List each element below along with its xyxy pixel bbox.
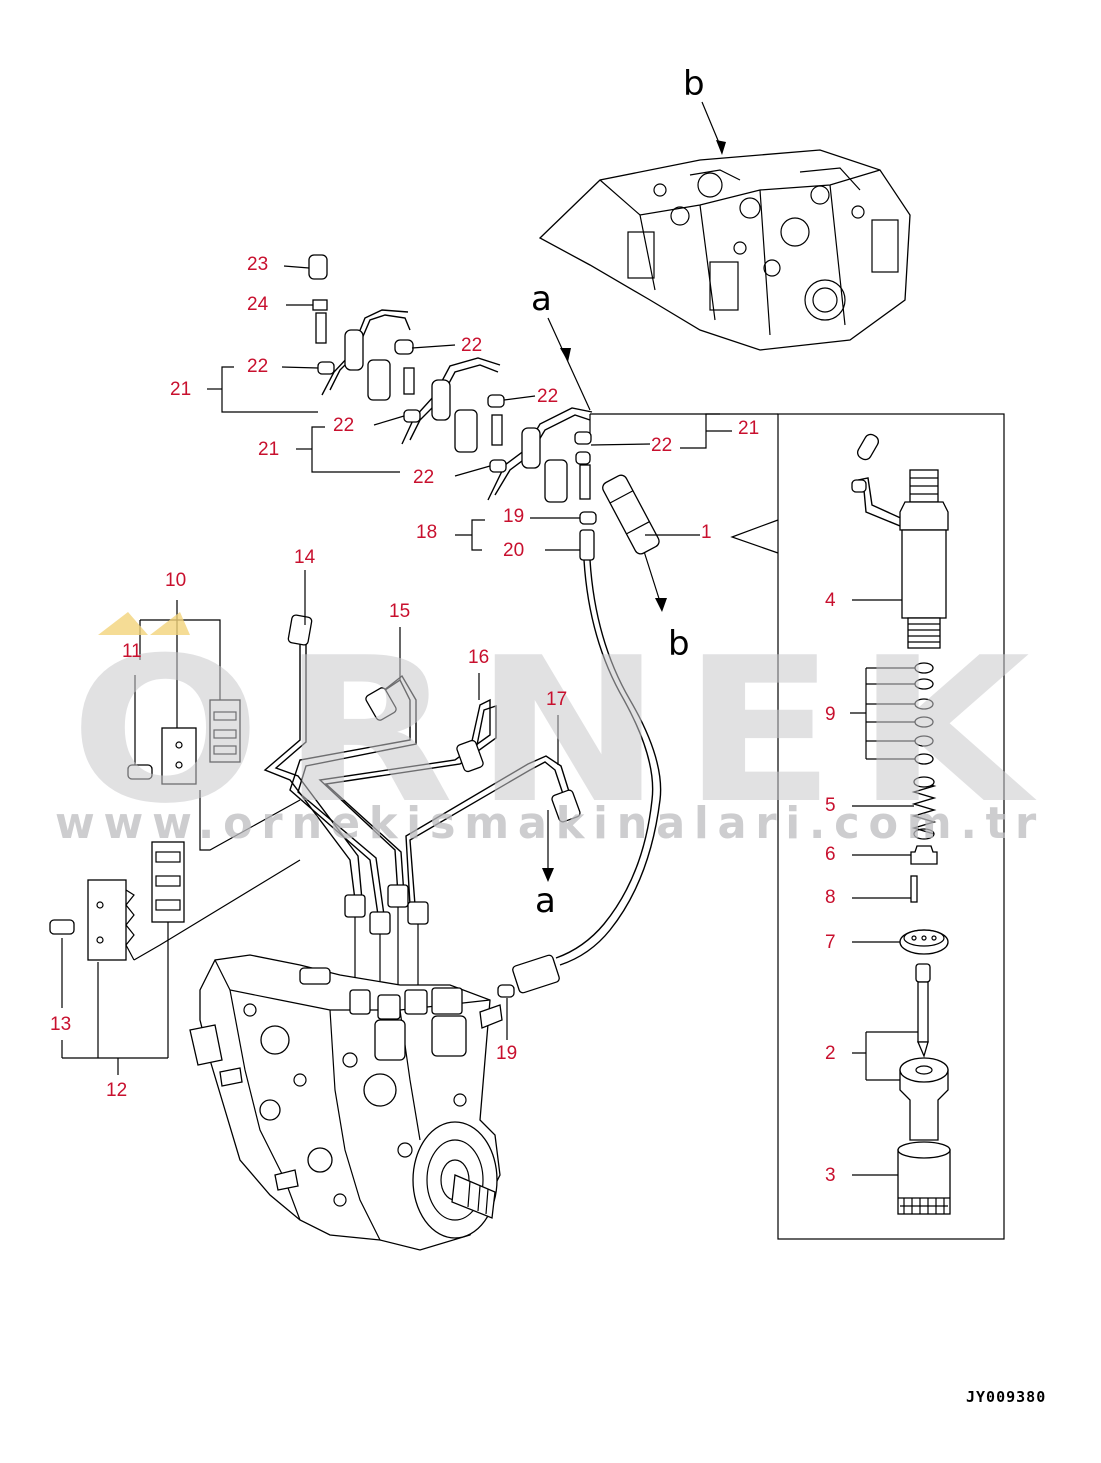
callout-21: 21 — [738, 418, 759, 439]
callout-9: 9 — [825, 704, 836, 725]
ref-letter-b-mid: b — [668, 624, 690, 664]
callout-2: 2 — [825, 1043, 836, 1064]
injection-pipe-set — [308, 254, 662, 994]
pipe-clamps — [49, 699, 301, 961]
callout-18: 18 — [416, 522, 437, 543]
injector-detail-panel — [589, 413, 1005, 1240]
watermark-accent-icon — [150, 612, 190, 635]
callout-23: 23 — [247, 254, 268, 275]
cylinder-head — [538, 149, 911, 351]
callout-17: 17 — [546, 689, 567, 710]
callout-4: 4 — [825, 590, 836, 611]
callout-22: 22 — [461, 335, 482, 356]
callout-22: 22 — [333, 415, 354, 436]
watermark-brand: ORNEK — [70, 615, 1050, 848]
callout-21: 21 — [258, 439, 279, 460]
callout-22: 22 — [247, 356, 268, 377]
callout-22: 22 — [413, 467, 434, 488]
callout-14: 14 — [294, 547, 316, 568]
callout-7: 7 — [825, 932, 836, 953]
ref-letter-b-top: b — [683, 64, 705, 104]
fuel-injection-pump — [189, 954, 515, 1251]
high-pressure-pipes — [263, 614, 581, 1000]
callout-19: 19 — [496, 1043, 517, 1064]
arrow-icon — [542, 868, 554, 882]
arrow-icon — [716, 140, 726, 155]
ref-letter-a-top: a — [531, 279, 552, 319]
callout-16: 16 — [468, 647, 489, 668]
ref-letter-a-mid: a — [535, 881, 556, 921]
callout-8: 8 — [825, 887, 836, 908]
callout-6: 6 — [825, 844, 836, 865]
drawing-code: JY009380 — [966, 1388, 1046, 1406]
callout-11: 11 — [122, 641, 142, 662]
callout-10: 10 — [165, 570, 186, 591]
callout-1: 1 — [701, 522, 712, 543]
callout-13: 13 — [50, 1014, 71, 1035]
callout-22: 22 — [537, 386, 558, 407]
callout-21: 21 — [170, 379, 191, 400]
callout-15: 15 — [389, 601, 410, 622]
watermark-url: www.ornekismakinalari.com.tr — [55, 798, 1045, 849]
callout-20: 20 — [503, 540, 524, 561]
callout-labels: 23 24 22 22 21 22 22 21 21 22 22 19 18 1… — [50, 254, 836, 1186]
arrow-icon — [560, 348, 571, 362]
callout-5: 5 — [825, 795, 836, 816]
watermark-accent-icon — [98, 612, 148, 635]
view-reference-marks: b a b a — [531, 64, 726, 921]
leader-lines — [61, 265, 918, 1176]
callout-12: 12 — [106, 1080, 127, 1101]
callout-3: 3 — [825, 1165, 836, 1186]
arrow-icon — [655, 598, 667, 612]
callout-19: 19 — [503, 506, 524, 527]
watermark: ORNEK www.ornekismakinalari.com.tr — [55, 612, 1050, 849]
callout-22: 22 — [651, 435, 672, 456]
callout-24: 24 — [247, 294, 269, 315]
spring — [911, 776, 937, 840]
